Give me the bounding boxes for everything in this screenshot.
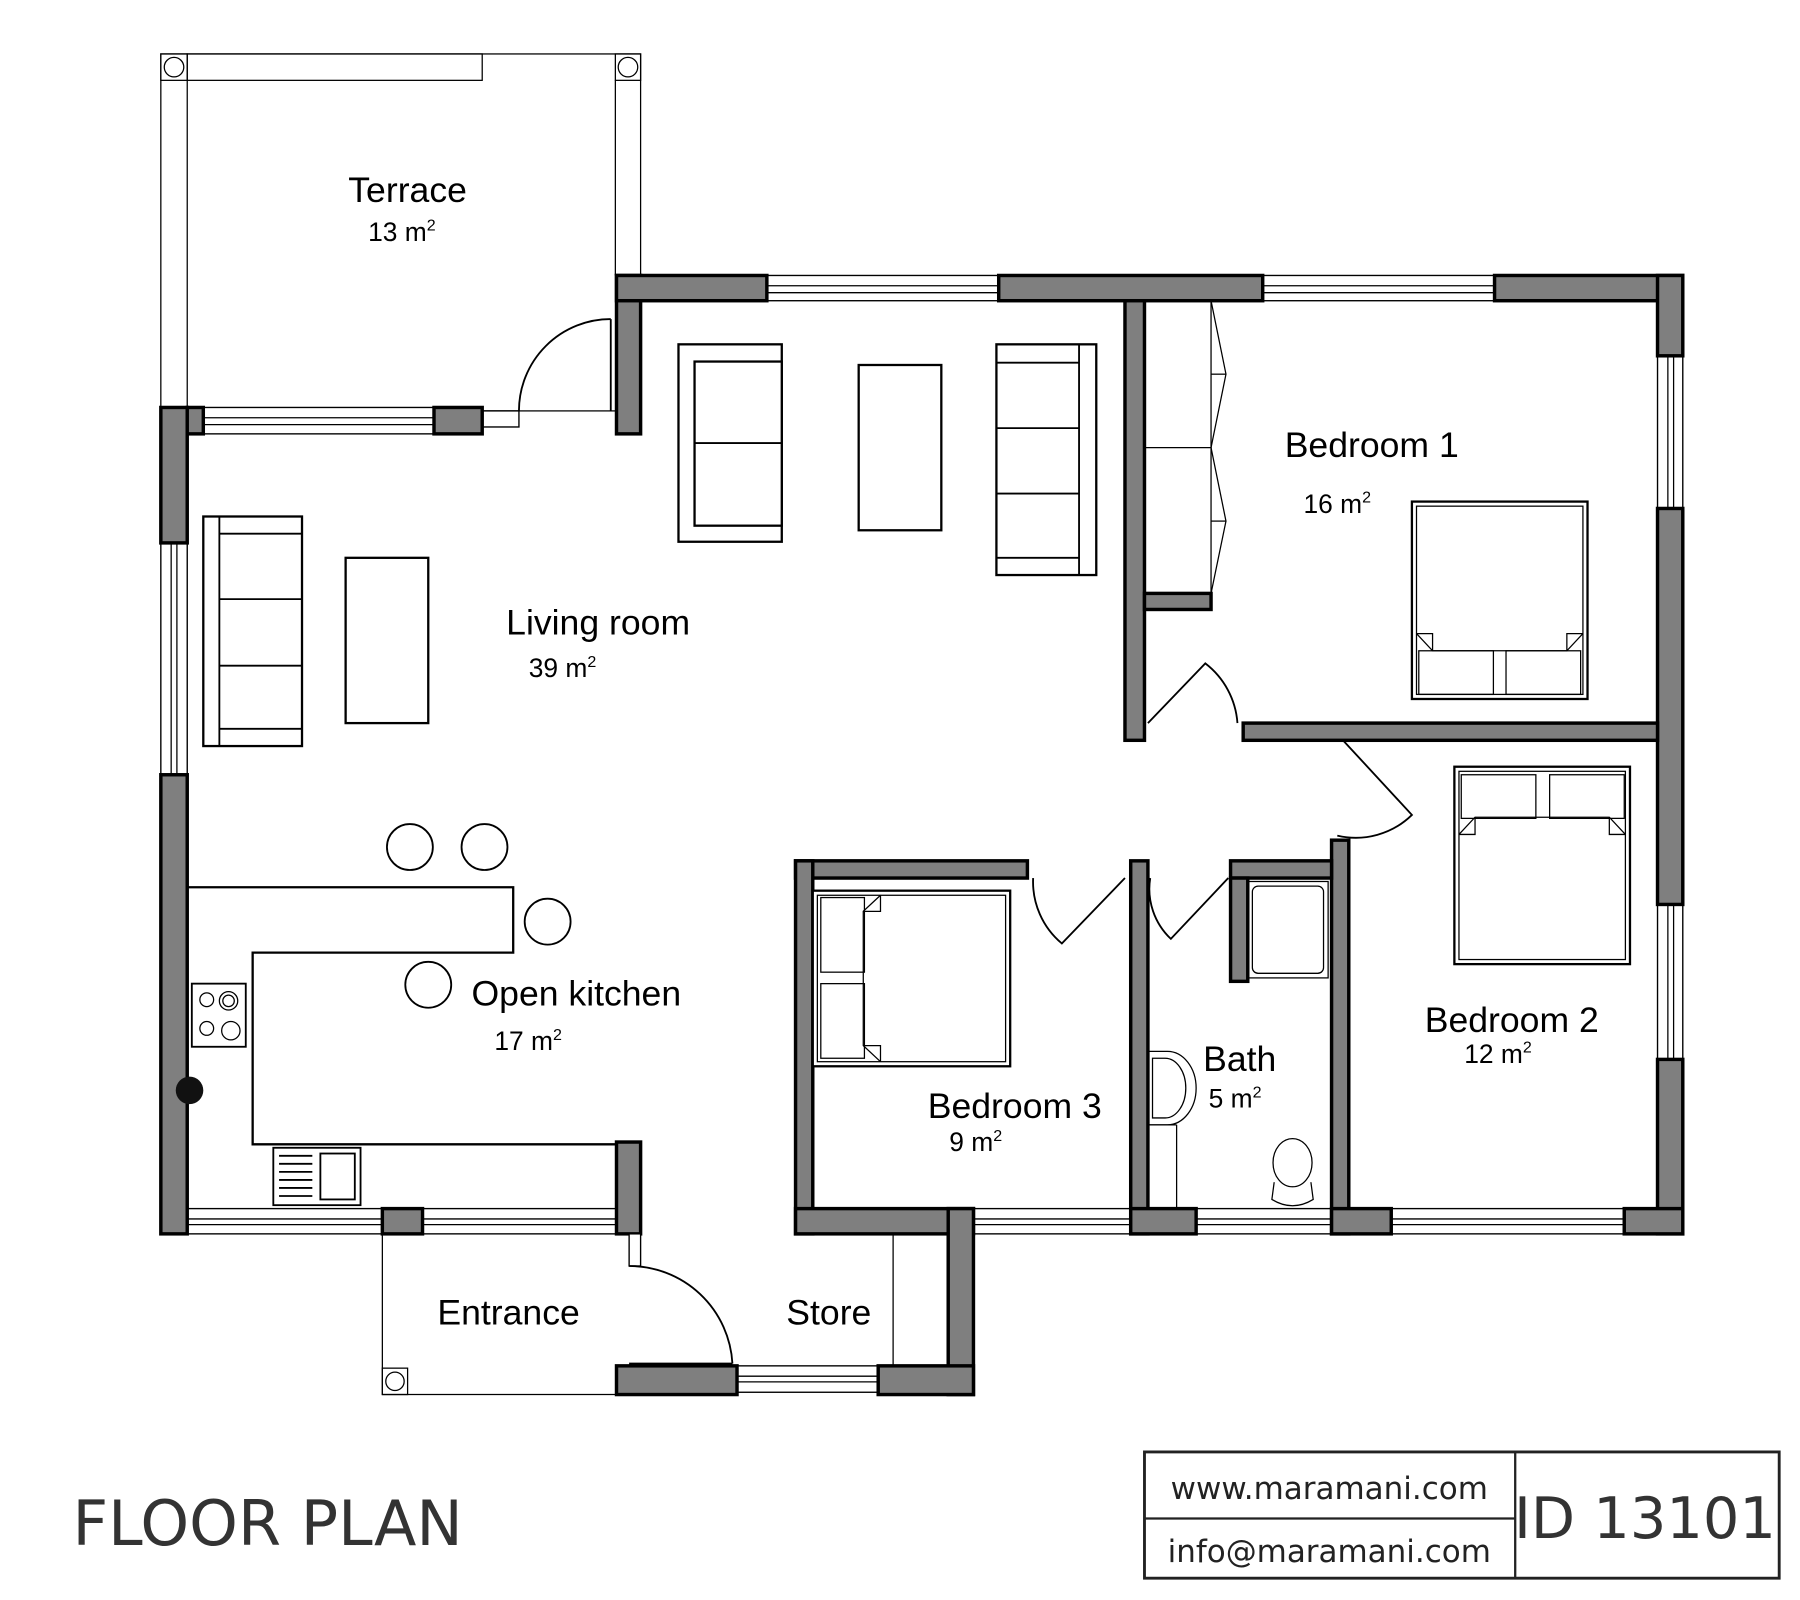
title-block: www.maramani.com info@maramani.com ID 13… — [1143, 1450, 1781, 1580]
email-link[interactable]: info@maramani.com — [1168, 1534, 1491, 1570]
bar-stool-icon — [386, 823, 572, 1009]
furniture — [175, 300, 1632, 1209]
room-label-kitchen: Open kitchen — [471, 973, 681, 1013]
washbasin-icon — [1147, 1050, 1197, 1209]
room-label-terrace: Terrace — [348, 170, 467, 210]
room-label-bedroom2: Bedroom 2 — [1425, 1000, 1599, 1040]
terrace-post-left — [160, 53, 188, 81]
terrace-door-swing — [518, 318, 611, 411]
bedroom1-door-swing — [1147, 662, 1239, 724]
bedroom2-door-swing — [1337, 739, 1414, 839]
cooktop-icon — [190, 982, 247, 1048]
terrace-post-right — [614, 53, 642, 81]
room-area-living: 39 m2 — [529, 653, 597, 683]
sofa-icon — [677, 343, 783, 543]
walls — [159, 273, 1685, 1397]
sink-icon — [272, 1146, 362, 1207]
bedroom3-door-swing — [1032, 877, 1126, 945]
room-area-bedroom2: 12 m2 — [1464, 1039, 1532, 1069]
fridge-marker-icon — [175, 1076, 204, 1105]
room-area-terrace: 13 m2 — [368, 217, 436, 247]
entrance-door-swing — [629, 1265, 734, 1364]
bath-door-swing — [1148, 877, 1229, 941]
terrace-beam — [186, 53, 483, 81]
plan-id: ID 13101 — [1514, 1485, 1776, 1552]
coffee-table-icon — [857, 363, 943, 532]
room-label-entrance: Entrance — [437, 1293, 579, 1333]
windows — [160, 274, 1684, 1393]
room-area-bedroom1: 16 m2 — [1304, 489, 1372, 519]
bed-icon — [1453, 765, 1632, 966]
room-label-bedroom1: Bedroom 1 — [1285, 425, 1459, 465]
kitchen-counter — [187, 886, 617, 1146]
post-circle-icon — [163, 56, 185, 78]
room-area-kitchen: 17 m2 — [494, 1026, 562, 1056]
room-label-store: Store — [786, 1293, 871, 1333]
room-label-living: Living room — [506, 603, 690, 643]
bed-icon — [1410, 500, 1589, 701]
coffee-table-icon — [344, 556, 430, 725]
room-label-bath: Bath — [1203, 1039, 1276, 1079]
room-label-bedroom3: Bedroom 3 — [928, 1086, 1102, 1126]
post-circle-icon — [385, 1371, 405, 1392]
doors — [518, 318, 1414, 1365]
wardrobe-icon — [1143, 300, 1227, 595]
sofa-icon — [202, 515, 304, 748]
plan-title: FLOOR PLAN — [72, 1487, 462, 1560]
room-labels: Terrace 13 m2 Living room 39 m2 Bedroom … — [348, 170, 1599, 1333]
sofa-icon — [995, 343, 1098, 577]
entrance-outline — [381, 1233, 894, 1396]
shower-icon — [1247, 880, 1329, 979]
toilet-icon — [1271, 1137, 1314, 1207]
room-area-bath: 5 m2 — [1209, 1083, 1262, 1113]
bed-icon — [811, 889, 1012, 1068]
post-circle-icon — [617, 56, 639, 78]
room-area-bedroom3: 9 m2 — [949, 1127, 1002, 1157]
website-link[interactable]: www.maramani.com — [1171, 1471, 1488, 1507]
